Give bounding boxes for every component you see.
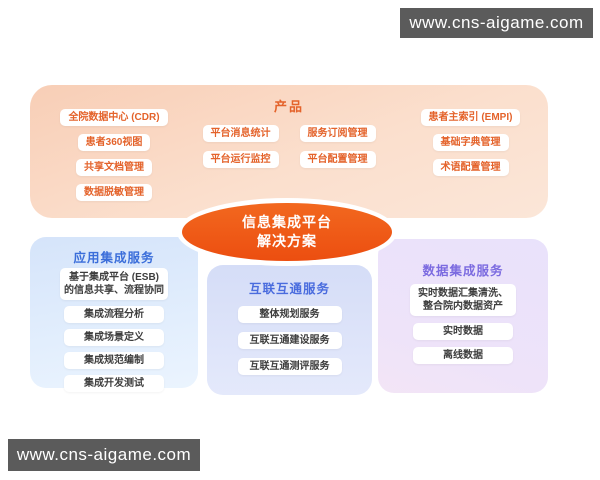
products-column-mid-right: 服务订阅管理 平台配置管理 [290, 125, 385, 168]
service-item: 互联互通建设服务 [237, 332, 342, 349]
service-item: 基于集成平台 (ESB) 的信息共享、流程协同 [60, 268, 168, 300]
service-item: 整体规划服务 [237, 306, 342, 323]
product-item: 平台运行监控 [202, 151, 279, 168]
product-item: 基础字典管理 [432, 134, 509, 151]
watermark-bottom-text: www.cns-aigame.com [16, 445, 192, 464]
service-item: 集成开发测试 [64, 375, 164, 392]
interconnect-panel: 互联互通服务 整体规划服务 互联互通建设服务 互联互通测评服务 [207, 265, 372, 395]
service-item: 实时数据 [413, 323, 513, 340]
app-integration-items: 基于集成平台 (ESB) 的信息共享、流程协同 集成流程分析 集成场景定义 集成… [30, 268, 198, 392]
product-item: 患者主索引 (EMPI) [420, 109, 521, 126]
watermark-top: www.cns-aigame.com [400, 8, 593, 38]
watermark-top-text: www.cns-aigame.com [409, 13, 584, 32]
product-item: 平台消息统计 [202, 125, 279, 142]
service-item: 集成流程分析 [64, 306, 164, 323]
service-item: 互联互通测评服务 [237, 358, 342, 375]
products-column-mid-left: 平台消息统计 平台运行监控 [193, 125, 288, 168]
product-item: 全院数据中心 (CDR) [60, 109, 168, 126]
product-item: 数据脱敏管理 [76, 184, 152, 201]
products-column-right: 患者主索引 (EMPI) 基础字典管理 术语配置管理 [418, 109, 523, 176]
app-integration-panel: 应用集成服务 基于集成平台 (ESB) 的信息共享、流程协同 集成流程分析 集成… [30, 237, 198, 392]
service-item: 集成场景定义 [64, 329, 164, 346]
watermark-bottom: www.cns-aigame.com [8, 439, 200, 471]
product-item: 平台配置管理 [299, 151, 376, 168]
interconnect-items: 整体规划服务 互联互通建设服务 互联互通测评服务 [207, 306, 372, 375]
products-column-left: 全院数据中心 (CDR) 患者360视图 共享文档管理 数据脱敏管理 [58, 109, 170, 201]
product-item: 术语配置管理 [432, 159, 509, 176]
products-title: 产品 [273, 99, 304, 114]
center-ellipse: 信息集成平台 解决方案 [182, 203, 392, 261]
product-item: 共享文档管理 [76, 159, 152, 176]
service-item: 实时数据汇集清洗、 整合院内数据资产 [410, 284, 516, 316]
product-item: 服务订阅管理 [299, 125, 376, 142]
interconnect-title: 互联互通服务 [248, 282, 330, 296]
center-ellipse-ring: 信息集成平台 解决方案 [177, 198, 397, 266]
service-item: 集成规范编制 [64, 352, 164, 369]
center-title-line2: 解决方案 [257, 233, 317, 249]
data-integration-title: 数据集成服务 [422, 264, 504, 278]
service-item: 离线数据 [413, 347, 513, 364]
product-item: 患者360视图 [77, 134, 151, 151]
data-integration-items: 实时数据汇集清洗、 整合院内数据资产 实时数据 离线数据 [378, 284, 548, 364]
products-panel: 产品 全院数据中心 (CDR) 患者360视图 共享文档管理 数据脱敏管理 平台… [30, 85, 548, 218]
center-title-line1: 信息集成平台 [242, 214, 332, 231]
app-integration-title: 应用集成服务 [73, 251, 155, 265]
data-integration-panel: 数据集成服务 实时数据汇集清洗、 整合院内数据资产 实时数据 离线数据 [378, 239, 548, 393]
